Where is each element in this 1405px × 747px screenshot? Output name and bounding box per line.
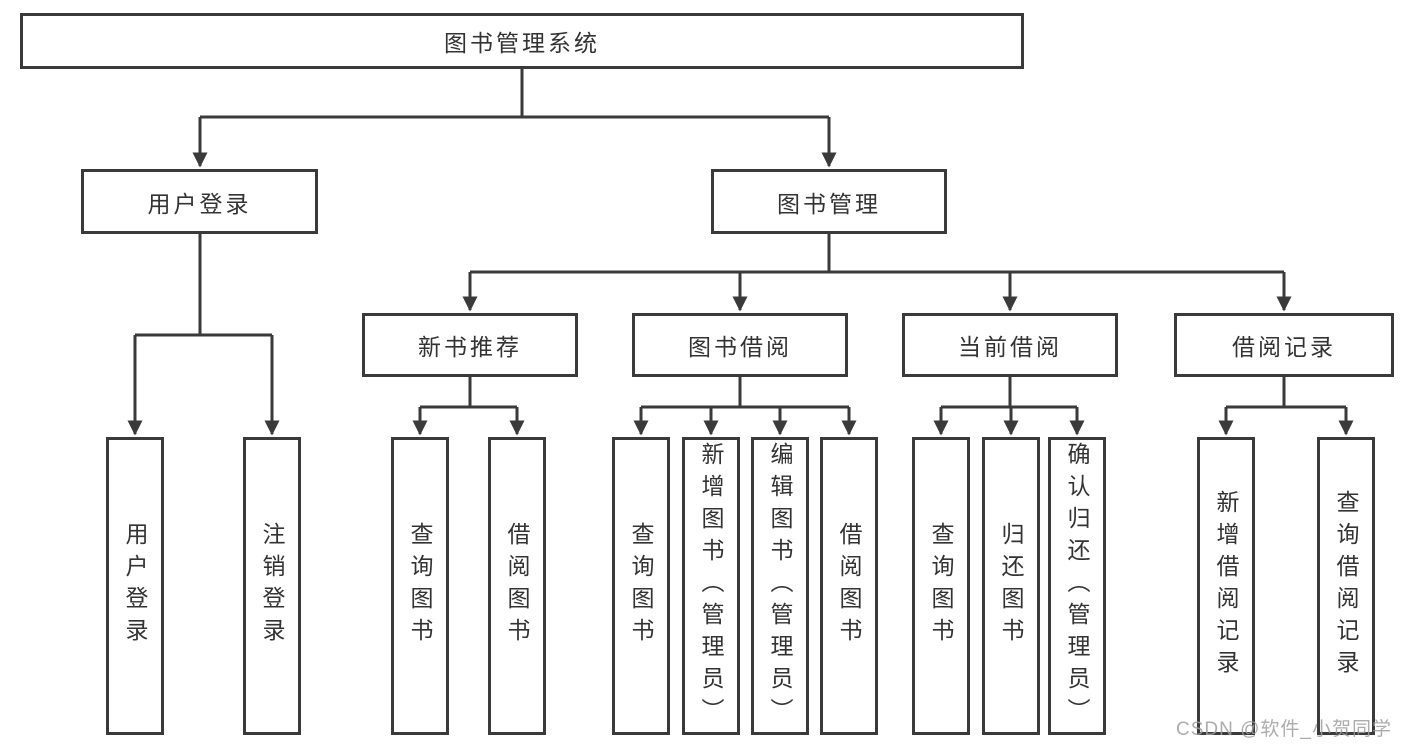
leaf-label: 新增图书（管理员） bbox=[698, 442, 724, 730]
node-label: 用户登录 bbox=[147, 190, 252, 217]
leaf-cb-query-books: 查询图书 bbox=[912, 437, 970, 735]
leaf-label: 注销登录 bbox=[259, 522, 285, 650]
node-label: 图书管理系统 bbox=[444, 30, 600, 56]
leaf-logout: 注销登录 bbox=[243, 437, 301, 735]
node-label: 当前借阅 bbox=[958, 334, 1062, 360]
leaf-nb-borrow-books: 借阅图书 bbox=[488, 437, 546, 735]
leaf-label: 查询图书 bbox=[928, 522, 954, 650]
node-new-book-recommendation: 新书推荐 bbox=[362, 313, 578, 377]
csdn-watermark: CSDN @软件_小贺同学 bbox=[1176, 719, 1392, 740]
leaf-bb-edit-books-admin: 编辑图书（管理员） bbox=[751, 437, 809, 735]
leaf-label: 新增借阅记录 bbox=[1213, 490, 1239, 682]
node-label: 新书推荐 bbox=[418, 334, 522, 360]
node-label: 图书管理 bbox=[777, 190, 881, 217]
leaf-user-login: 用户登录 bbox=[106, 437, 164, 735]
leaf-label: 查询图书 bbox=[628, 522, 654, 650]
leaf-label: 确认归还（管理员） bbox=[1064, 442, 1090, 730]
node-label: 图书借阅 bbox=[688, 334, 792, 360]
node-borrowing-records: 借阅记录 bbox=[1174, 313, 1394, 377]
leaf-label: 归还图书 bbox=[998, 522, 1024, 650]
leaf-label: 借阅图书 bbox=[504, 522, 530, 650]
node-current-borrowing: 当前借阅 bbox=[902, 313, 1118, 377]
leaf-label: 编辑图书（管理员） bbox=[767, 442, 793, 730]
node-book-management: 图书管理 bbox=[711, 169, 947, 234]
leaf-label: 查询借阅记录 bbox=[1333, 490, 1359, 682]
node-book-borrowing: 图书借阅 bbox=[632, 313, 848, 377]
leaf-label: 借阅图书 bbox=[836, 522, 862, 650]
leaf-bb-add-books-admin: 新增图书（管理员） bbox=[682, 437, 740, 735]
leaf-nb-query-books: 查询图书 bbox=[391, 437, 449, 735]
leaf-bb-query-books: 查询图书 bbox=[612, 437, 670, 735]
leaf-label: 查询图书 bbox=[407, 522, 433, 650]
node-label: 借阅记录 bbox=[1232, 334, 1336, 360]
node-library-management-system: 图书管理系统 bbox=[20, 13, 1024, 69]
leaf-cb-confirm-return-admin: 确认归还（管理员） bbox=[1048, 437, 1106, 735]
leaf-label: 用户登录 bbox=[122, 522, 148, 650]
leaf-bb-borrow-books: 借阅图书 bbox=[820, 437, 878, 735]
leaf-cb-return-books: 归还图书 bbox=[982, 437, 1040, 735]
leaf-br-add-record: 新增借阅记录 bbox=[1197, 437, 1255, 735]
leaf-br-query-record: 查询借阅记录 bbox=[1317, 437, 1375, 735]
node-user-login: 用户登录 bbox=[81, 169, 318, 234]
